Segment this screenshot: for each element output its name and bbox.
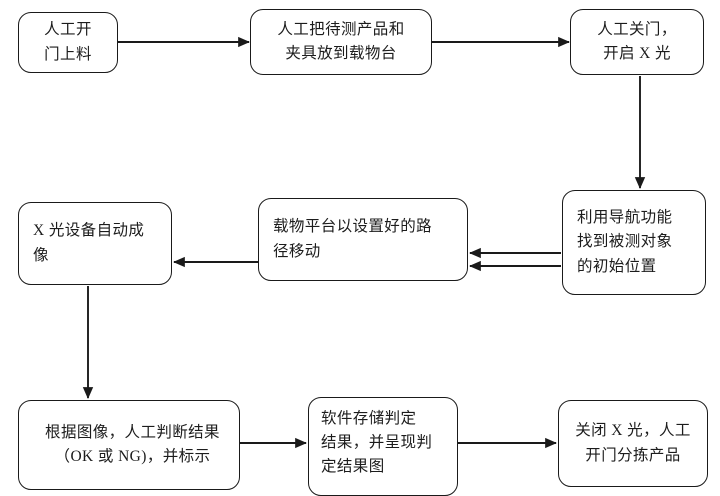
flow-node-label: 根据图像，人工判断结果 （OK 或 NG)，并标示 — [45, 423, 220, 465]
flow-node-xray-auto-imaging[interactable]: X 光设备自动成 像 — [18, 202, 172, 285]
flow-node-manual-judge-result[interactable]: 根据图像，人工判断结果 （OK 或 NG)，并标示 — [18, 400, 240, 490]
flow-node-label: X 光设备自动成 像 — [33, 222, 145, 264]
flow-node-label: 利用导航功能 找到被测对象 的初始位置 — [577, 209, 673, 275]
flow-node-label: 人工开 门上料 — [44, 21, 92, 63]
flow-node-manual-open-door-load[interactable]: 人工开 门上料 — [18, 12, 118, 73]
flow-node-turn-off-xray-sort-product[interactable]: 关闭 X 光，人工 开门分拣产品 — [558, 400, 708, 487]
flow-node-place-product-fixture[interactable]: 人工把待测产品和 夹具放到载物台 — [250, 9, 432, 75]
flow-node-close-door-turn-on-xray[interactable]: 人工关门， 开启 X 光 — [570, 9, 704, 75]
flow-node-software-store-result[interactable]: 软件存储判定 结果，并呈现判 定结果图 — [308, 397, 458, 496]
flow-node-label: 人工关门， 开启 X 光 — [597, 20, 677, 62]
flow-node-label: 软件存储判定 结果，并呈现判 定结果图 — [321, 410, 433, 476]
flow-node-stage-moves-preset-path[interactable]: 载物平台以设置好的路 径移动 — [258, 198, 468, 281]
flow-node-label: 人工把待测产品和 夹具放到载物台 — [277, 20, 405, 62]
flow-node-navigate-find-initial-position[interactable]: 利用导航功能 找到被测对象 的初始位置 — [562, 190, 706, 295]
flow-node-label: 载物平台以设置好的路 径移动 — [273, 218, 433, 260]
flow-node-label: 关闭 X 光，人工 开门分拣产品 — [575, 422, 691, 464]
